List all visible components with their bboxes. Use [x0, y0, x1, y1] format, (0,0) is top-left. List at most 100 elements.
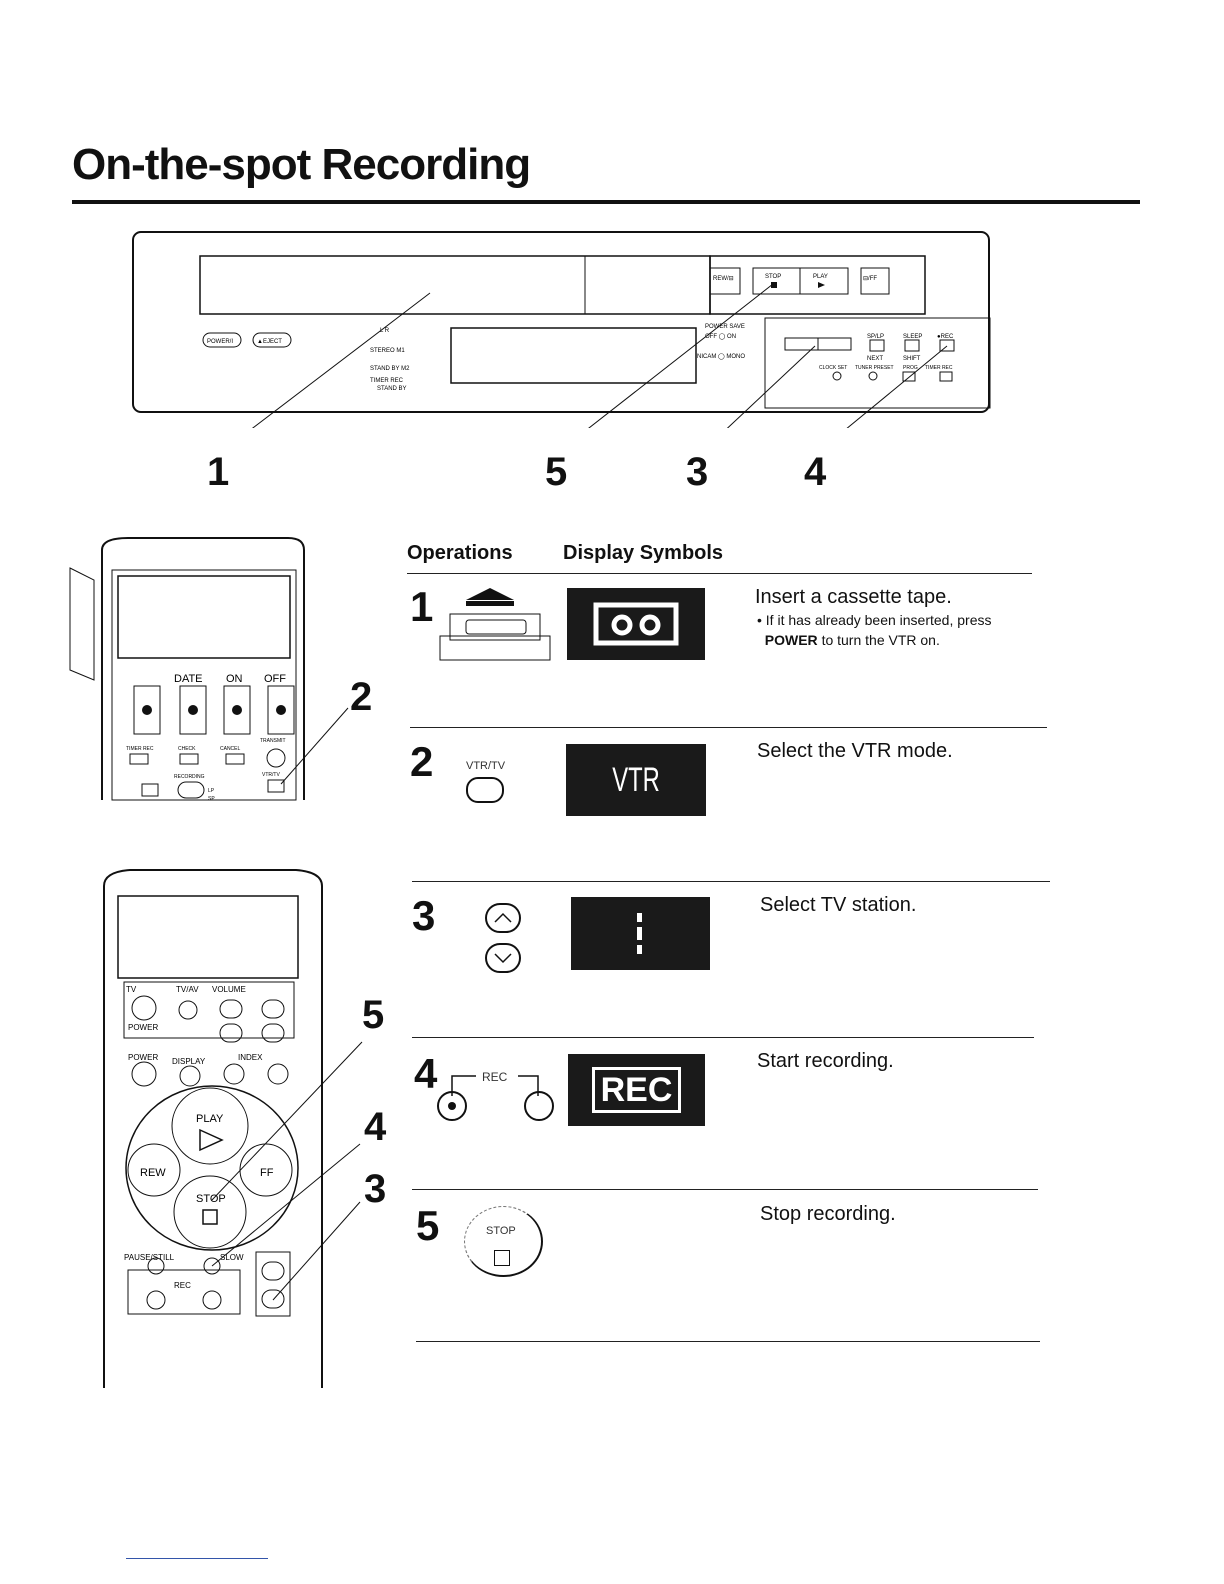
vcr-callout-4: 4	[804, 450, 827, 494]
remote-stop-label: STOP	[196, 1193, 226, 1205]
remote-check-label: CHECK	[178, 746, 196, 752]
vcr-power-save-label: POWER SAVE	[705, 324, 745, 330]
row-rule-5	[416, 1341, 1040, 1342]
vcr-nicam-label: NICAM ◯ MONO	[697, 353, 745, 360]
remote-bottom-callout-4: 4	[364, 1105, 387, 1149]
step-3-number: 3	[412, 892, 436, 939]
remote-date-label: DATE	[174, 673, 203, 685]
row-rule-3	[412, 1037, 1034, 1038]
vcr-rew-label: REW/⊟	[713, 276, 734, 282]
remote-rew-label: REW	[140, 1167, 166, 1179]
vcr-callout-3: 3	[686, 450, 709, 494]
vcr-ff-label: ⊟/FF	[863, 276, 877, 282]
row-rule-2	[412, 881, 1050, 882]
vcr-next-label: NEXT	[867, 356, 883, 362]
remote-rec-label: REC	[174, 1281, 191, 1290]
column-display-symbols: Display Symbols	[563, 542, 724, 564]
step-2-number: 2	[410, 738, 434, 785]
vcr-timer-rec-label: TIMER REC	[370, 378, 404, 384]
remote-tv-label: TV	[126, 985, 137, 994]
remote-play-label: PLAY	[196, 1113, 224, 1125]
display-rec-text: REC	[591, 1067, 682, 1113]
cassette-display-icon	[593, 602, 679, 646]
page-title: On-the-spot Recording	[72, 140, 531, 189]
remote-top-callout-2: 2	[350, 675, 373, 719]
remote-slow-label: SLOW	[220, 1253, 244, 1262]
title-rule	[72, 200, 1140, 204]
cassette-insert-icon	[439, 588, 551, 661]
remote-top-illustration: DATE ON OFF TIMER REC CHECK CANCEL TRANS…	[69, 537, 349, 802]
vcr-callout-1: 1	[207, 450, 230, 494]
vcr-off-on-label: OFF ◯ ON	[705, 333, 736, 340]
remote-index-label: INDEX	[238, 1053, 263, 1062]
vcr-tunerpreset-label: TUNER PRESET	[855, 365, 894, 371]
stop-button-icon	[464, 1206, 543, 1277]
remote-vtrtv-label: VTR/TV	[262, 772, 280, 778]
vcr-standby-m2-label: STAND BY M2	[370, 366, 410, 372]
remote-bottom-callout-3: 3	[364, 1167, 387, 1211]
display-rec-symbol: REC	[568, 1054, 705, 1126]
display-vtr-symbol: VTR	[566, 744, 706, 816]
step-1-note: • If it has already been inserted, press…	[757, 612, 992, 648]
vcr-callout-5: 5	[545, 450, 568, 494]
step-1-number: 1	[410, 583, 434, 630]
step-1-note-post: to turn the VTR on.	[821, 632, 940, 648]
remote-tvav-label: TV/AV	[176, 985, 199, 994]
stop-button-label: STOP	[486, 1225, 516, 1237]
rec-button-label: REC	[482, 1070, 508, 1084]
display-cassette-symbol	[567, 588, 705, 660]
remote-display-label: DISPLAY	[172, 1057, 206, 1066]
vcr-power-label: POWER/I	[207, 339, 233, 345]
vcr-prog-label: PROG	[903, 365, 918, 371]
footer-line	[126, 1558, 268, 1559]
channel-up-down-icon	[485, 903, 521, 973]
remote-power-label: POWER	[128, 1023, 158, 1032]
vcr-play-label: PLAY	[813, 274, 828, 280]
remote-power2-label: POWER	[128, 1053, 158, 1062]
remote-bottom-callout-5: 5	[362, 993, 385, 1037]
step-4-description: Start recording.	[757, 1050, 894, 1072]
remote-cancel-label: CANCEL	[220, 746, 241, 752]
vcr-lr-label: L R	[380, 328, 390, 334]
remote-ff-label: FF	[260, 1167, 274, 1179]
step-5-description: Stop recording.	[760, 1203, 896, 1225]
display-station-symbol	[571, 897, 710, 970]
vcr-timerrec2-label: TIMER REC	[925, 365, 953, 371]
remote-volume-label: VOLUME	[212, 985, 246, 994]
step-5-number: 5	[416, 1202, 440, 1249]
vcr-orec-label: ●REC	[937, 334, 954, 340]
step-2-description: Select the VTR mode.	[757, 740, 953, 762]
step-3-description: Select TV station.	[760, 894, 917, 916]
stop-square-icon	[494, 1250, 510, 1266]
step-4-number: 4	[414, 1050, 438, 1097]
vcr-stand-by-label: STAND BY	[377, 386, 407, 392]
step-1-note-pre: If it has already been inserted, press	[765, 612, 992, 628]
vcr-eject-label: ▲EJECT	[257, 339, 282, 345]
row-rule-4	[412, 1189, 1038, 1190]
rec-buttons-icon	[437, 1075, 554, 1121]
remote-lp-label: LP	[208, 788, 215, 794]
step-1-description: Insert a cassette tape.	[755, 586, 952, 608]
vcr-illustration: REW/⊟ STOP PLAY ⊟/FF POWER/I ▲EJECT L R …	[132, 231, 991, 428]
header-rule	[407, 573, 1032, 574]
remote-pause-label: PAUSE/STILL	[124, 1253, 175, 1262]
vtr-tv-button-icon	[466, 777, 504, 803]
remote-transmit-label: TRANSMIT	[260, 738, 286, 744]
vcr-sleep-label: SLEEP	[903, 334, 922, 340]
remote-bottom-illustration: TV TV/AV VOLUME POWER POWER DISPLAY INDE…	[103, 869, 363, 1388]
display-vtr-text: VTR	[612, 760, 660, 799]
remote-on-label: ON	[226, 673, 243, 685]
step-1-note-bold: POWER	[764, 632, 818, 648]
vcr-stop-label: STOP	[765, 274, 781, 280]
vcr-shift-label: SHIFT	[903, 356, 921, 362]
vcr-clockset-label: CLOCK SET	[819, 365, 847, 371]
remote-timerrec-label: TIMER REC	[126, 746, 154, 752]
vcr-splp-label: SP/LP	[867, 334, 884, 340]
remote-off-label: OFF	[264, 673, 286, 685]
vtr-tv-button-label: VTR/TV	[466, 760, 506, 772]
station-display-icon	[637, 913, 642, 954]
column-operations: Operations	[407, 542, 513, 564]
remote-recording-label: RECORDING	[174, 774, 205, 780]
vcr-stereo-label: STEREO M1	[370, 348, 405, 354]
row-rule-1	[410, 727, 1047, 728]
